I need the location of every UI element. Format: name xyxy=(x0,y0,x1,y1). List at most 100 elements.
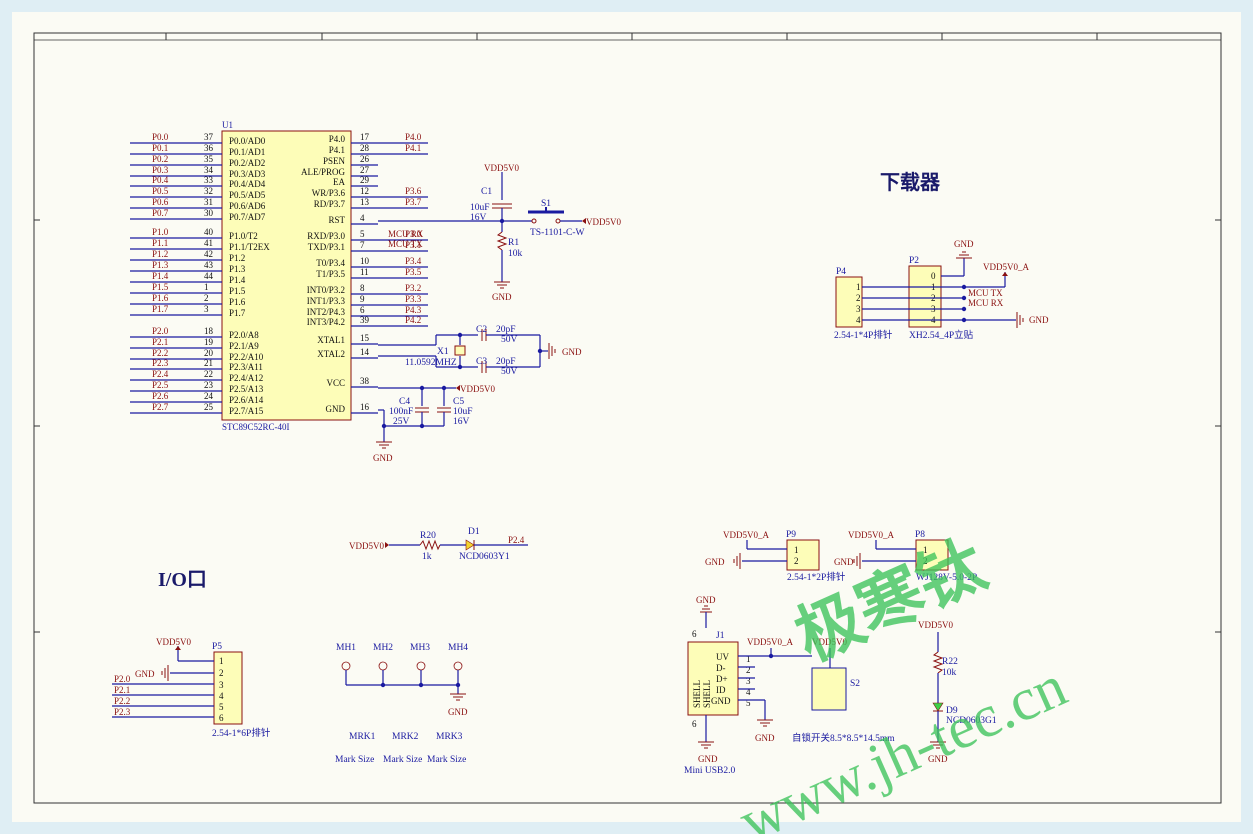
svg-text:GND: GND xyxy=(834,557,854,567)
u1-ref: U1 xyxy=(222,120,233,130)
svg-text:VDD5V0_A: VDD5V0_A xyxy=(747,637,793,647)
svg-text:Mark Size: Mark Size xyxy=(427,755,466,765)
svg-text:3: 3 xyxy=(746,676,751,686)
svg-text:MH2: MH2 xyxy=(373,643,393,653)
u1-net-label: P1.0 xyxy=(152,227,169,237)
u1-pin-name: INT0/P3.2 xyxy=(307,285,345,295)
u1-pin-number: 44 xyxy=(204,271,214,281)
mcu-rx-label: MCU RX xyxy=(388,229,424,239)
svg-text:1k: 1k xyxy=(422,552,432,562)
svg-text:P5: P5 xyxy=(212,642,222,652)
svg-text:VDD5V0_A: VDD5V0_A xyxy=(848,530,894,540)
c2-val: 20pF xyxy=(496,325,516,335)
u1-net-label: P1.5 xyxy=(152,282,169,292)
u1-net-label: P2.3 xyxy=(152,358,169,368)
u1-pin-number: 17 xyxy=(360,132,370,142)
svg-text:2: 2 xyxy=(746,665,751,675)
svg-text:SHELL: SHELL xyxy=(692,680,702,708)
u1-net-label: P0.7 xyxy=(152,208,169,218)
u1-pin-name: EA xyxy=(333,177,345,187)
u1-pin-name: P2.2/A10 xyxy=(229,352,264,362)
u1-pin-name: P1.2 xyxy=(229,253,245,263)
svg-text:R22: R22 xyxy=(942,657,958,667)
u1-net-label: P0.1 xyxy=(152,143,168,153)
svg-text:2: 2 xyxy=(856,293,861,303)
c1-ref: C1 xyxy=(481,187,492,197)
u1-pin-number: 2 xyxy=(204,293,209,303)
svg-text:GND: GND xyxy=(492,292,512,302)
u1-pin-name: INT2/P4.3 xyxy=(307,307,346,317)
u1-pin-number: 5 xyxy=(360,229,365,239)
c5-val: 10uF xyxy=(453,407,473,417)
svg-text:MH3: MH3 xyxy=(410,643,430,653)
u1-pin-number: 29 xyxy=(360,175,370,185)
u1-pin-name: INT3/P4.2 xyxy=(307,317,345,327)
svg-text:2: 2 xyxy=(923,556,928,566)
u1-net-label: P4.0 xyxy=(405,132,422,142)
c5-volt: 16V xyxy=(453,417,470,427)
svg-text:VDD5V0: VDD5V0 xyxy=(812,637,847,647)
svg-text:J1: J1 xyxy=(716,631,725,641)
u1-pin-number: 3 xyxy=(204,304,209,314)
svg-text:VDD5V0: VDD5V0 xyxy=(460,384,495,394)
u1-net-label: P4.2 xyxy=(405,315,421,325)
svg-text:GND: GND xyxy=(954,239,974,249)
u1-net-label: P4.1 xyxy=(405,143,421,153)
p2-part: XH2.54_4P立贴 xyxy=(909,329,974,341)
mounting-holes: MH1 MH2 MH3 MH4 GND MRK1 MRK2 MRK3 Mark … xyxy=(335,643,468,765)
u1-pin-name: P0.1/AD1 xyxy=(229,147,265,157)
svg-text:SHELL: SHELL xyxy=(702,680,712,708)
svg-text:6: 6 xyxy=(692,629,697,639)
usb-j1: GND 6 J1 SHELL SHELL UV D- D+ ID GND 1 2… xyxy=(684,595,812,776)
zone-ticks xyxy=(34,33,1221,633)
u1-pin-number: 42 xyxy=(204,249,213,259)
svg-text:4: 4 xyxy=(856,315,861,325)
u1-net-label: P1.6 xyxy=(152,293,169,303)
svg-text:P8: P8 xyxy=(915,530,925,540)
u1-pin-number: 41 xyxy=(204,238,213,248)
u1-net-label: P2.5 xyxy=(152,380,169,390)
svg-text:MRK1: MRK1 xyxy=(349,732,376,742)
u1-pin-number: 39 xyxy=(360,315,370,325)
u1-pin-name: RD/P3.7 xyxy=(314,199,346,209)
connector-p4: P4 1 2 3 4 2.54-1*4P排针 xyxy=(834,267,893,341)
u1-pin-name: P1.1/T2EX xyxy=(229,242,270,252)
u1-pin-number: 25 xyxy=(204,402,214,412)
io-title: I/O口 xyxy=(158,569,207,591)
u1-pin-name: P4.0 xyxy=(329,134,346,144)
svg-text:P2.3: P2.3 xyxy=(114,707,131,717)
svg-text:Mark Size: Mark Size xyxy=(383,755,422,765)
u1-pin-name: P4.1 xyxy=(329,145,345,155)
svg-text:5: 5 xyxy=(746,698,751,708)
u1-pin-number: 8 xyxy=(360,283,365,293)
s1-ref: S1 xyxy=(541,199,551,209)
u1-pin-name: GND xyxy=(326,404,346,414)
svg-text:2.54-1*2P排针: 2.54-1*2P排针 xyxy=(787,571,846,583)
u1-body xyxy=(221,130,352,421)
u1-net-label: P0.3 xyxy=(152,165,169,175)
u1-pin-name: P2.6/A14 xyxy=(229,395,264,405)
switch-s2: VDD5V0 S2 自锁开关8.5*8.5*14.5mm xyxy=(792,637,895,744)
svg-text:MRK2: MRK2 xyxy=(392,732,419,742)
u1-pin-name: PSEN xyxy=(323,156,346,166)
u1-pin-number: 10 xyxy=(360,256,370,266)
svg-text:MH4: MH4 xyxy=(448,643,468,653)
u1-pin-number: 6 xyxy=(360,305,365,315)
u1-pin-number: 11 xyxy=(360,267,369,277)
u1-net-label: P0.6 xyxy=(152,197,169,207)
svg-text:6: 6 xyxy=(692,719,697,729)
u1-net-label: P2.1 xyxy=(152,337,168,347)
sheet-border xyxy=(33,32,1222,804)
svg-text:3: 3 xyxy=(219,680,224,690)
u1-pin-number: 16 xyxy=(360,402,370,412)
u1-net-label: P4.3 xyxy=(405,305,422,315)
c1-val: 10uF xyxy=(470,203,490,213)
svg-text:3: 3 xyxy=(856,304,861,314)
u1-net-label: P3.6 xyxy=(405,186,422,196)
x1-val: 11.0592MHZ xyxy=(405,358,457,368)
u1-net-label: P3.5 xyxy=(405,267,422,277)
u1-pin-number: 30 xyxy=(204,208,214,218)
u1-net-label: P1.7 xyxy=(152,304,169,314)
u1-pin-number: 12 xyxy=(360,186,369,196)
